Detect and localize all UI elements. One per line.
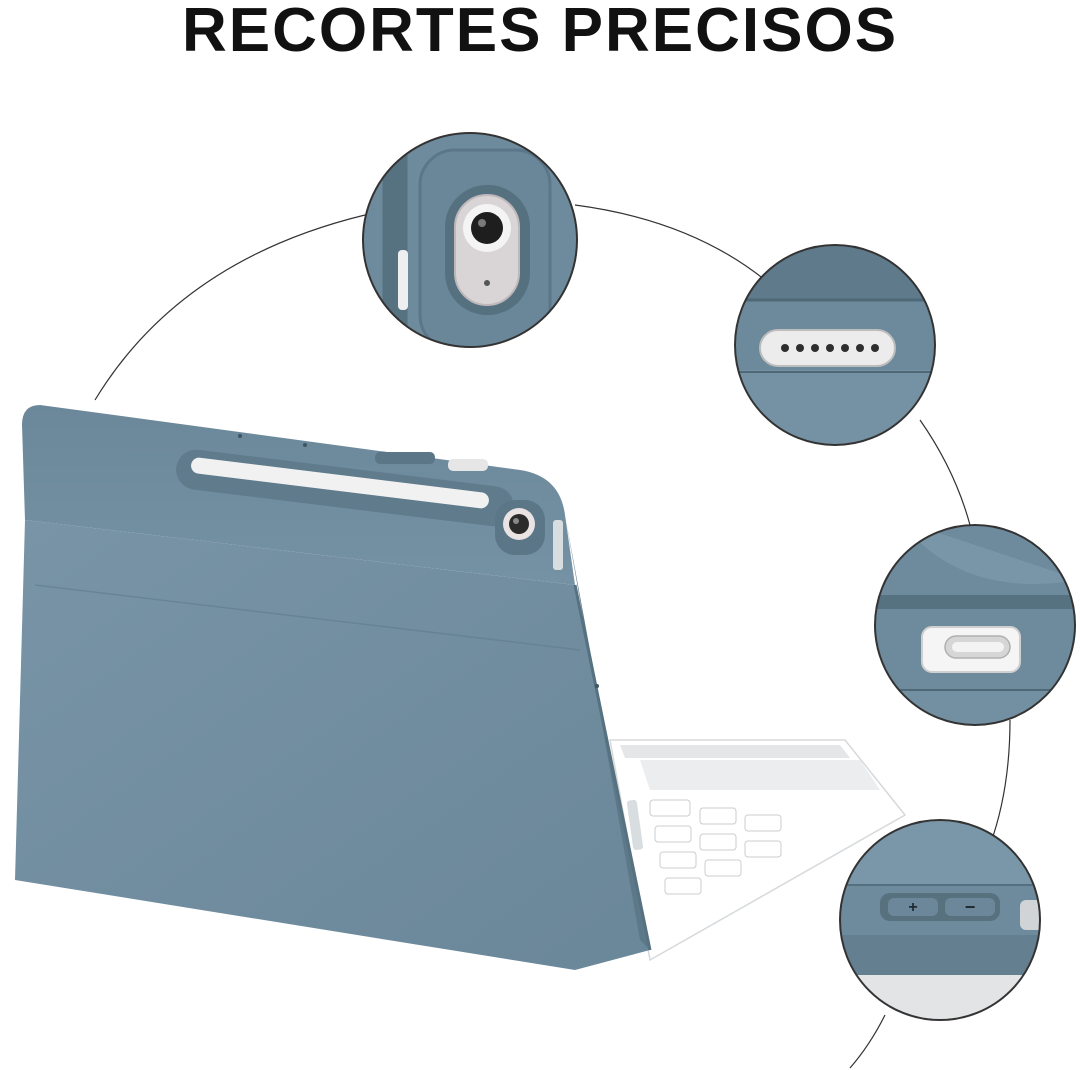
stylus-pen bbox=[191, 457, 489, 509]
tablet-case bbox=[15, 405, 907, 970]
keyboard-keys bbox=[649, 799, 782, 895]
callout-camera bbox=[362, 132, 578, 348]
headline: RECORTES PRECISOS bbox=[181, 0, 899, 65]
connector-arc bbox=[574, 204, 766, 281]
connector-arc bbox=[919, 419, 971, 526]
volume-up-icon bbox=[888, 898, 938, 916]
volume-down-icon bbox=[945, 898, 995, 916]
callout-usb-port bbox=[874, 524, 1076, 726]
volume-button bbox=[375, 452, 435, 464]
connector-arc bbox=[849, 1014, 886, 1069]
stand-flap bbox=[15, 520, 650, 970]
connector-arc bbox=[989, 719, 1011, 846]
volume-minus-label: − bbox=[965, 897, 976, 917]
callout-charging-contacts bbox=[734, 244, 936, 446]
connector-arc bbox=[94, 214, 366, 401]
volume-plus-label: + bbox=[908, 899, 917, 916]
callout-volume-buttons: + − bbox=[839, 819, 1041, 1021]
